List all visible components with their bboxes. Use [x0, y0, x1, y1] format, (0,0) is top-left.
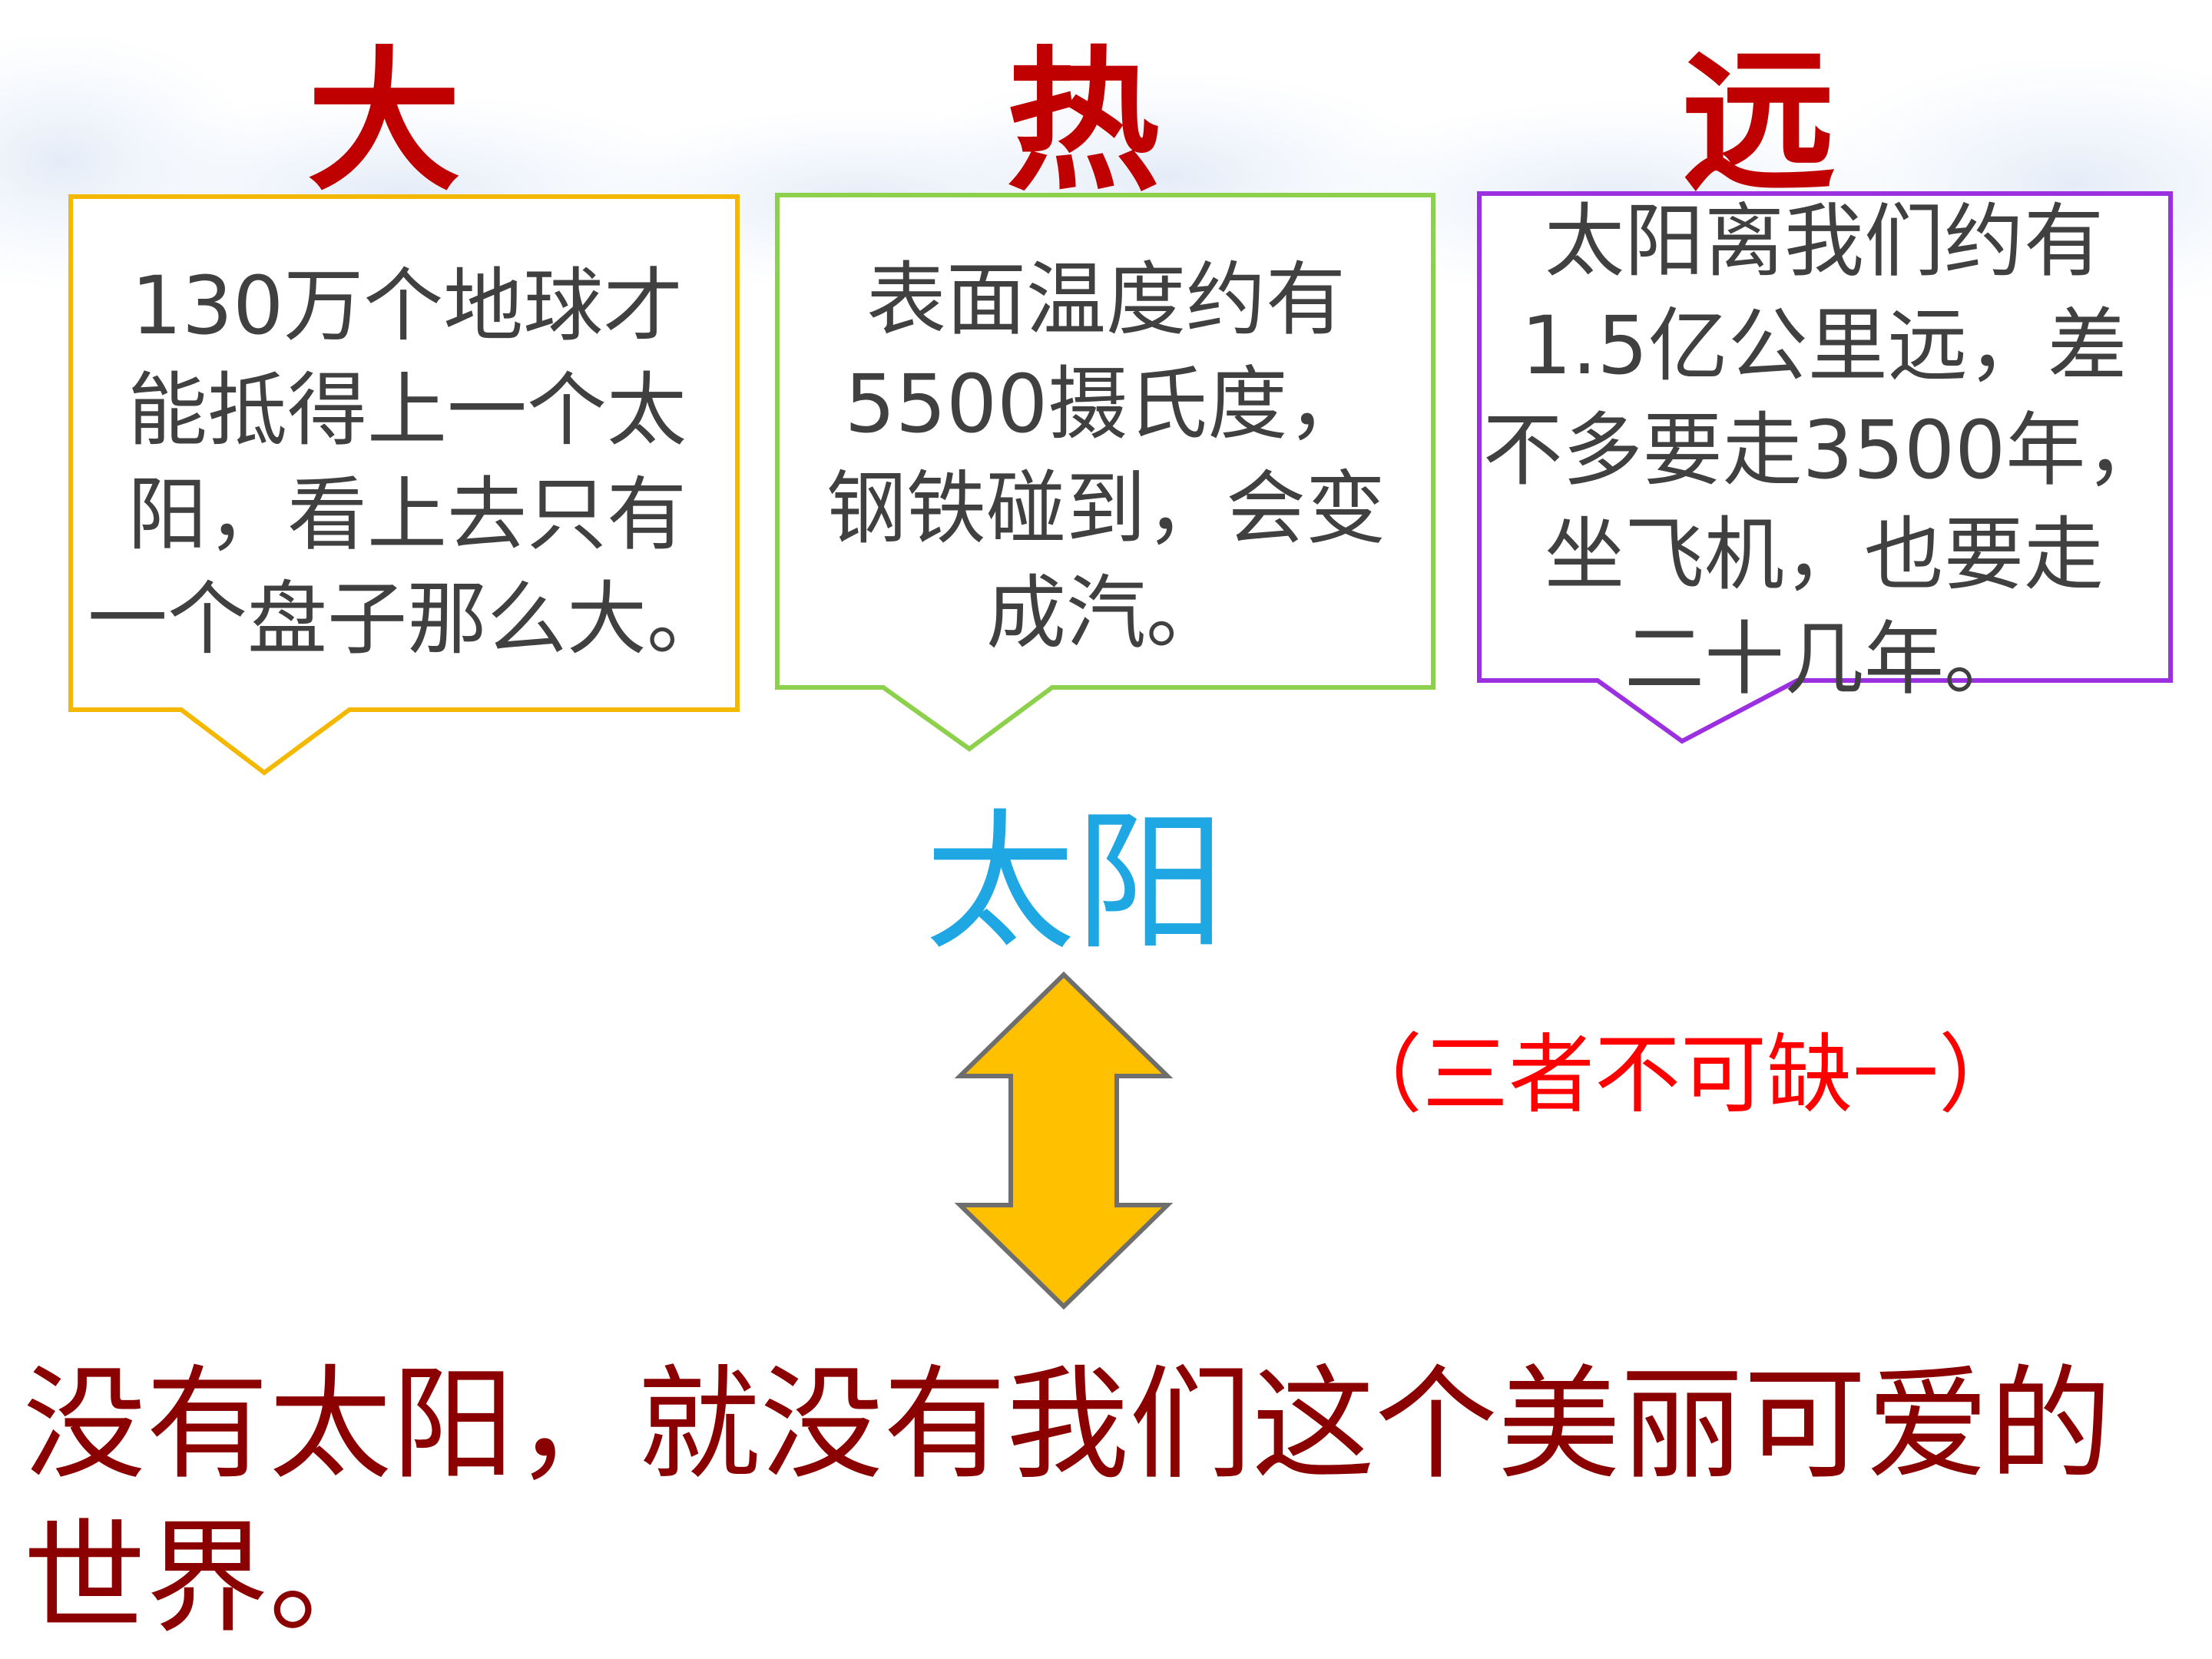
callout-box-far	[1477, 191, 2173, 744]
callout-line: 不多要走3500年，	[1482, 403, 2166, 497]
heading-big: 大	[306, 33, 461, 212]
heading-hot: 热	[1005, 33, 1160, 212]
callout-line: 成汽。	[985, 566, 1226, 660]
conclusion-line: 世界。	[23, 1506, 392, 1650]
callout-text-far: 太阳离我们约有 1.5亿公里远，差 不多要走3500年， 坐飞机，也要走 二十几…	[1475, 189, 2174, 711]
callout-line: 太阳离我们约有	[1544, 194, 2104, 288]
callout-line: 一个盘子那么大。	[87, 572, 727, 666]
callout-line: 坐飞机，也要走	[1544, 508, 2104, 601]
callout-line: 钢铁碰到，会变	[826, 462, 1386, 555]
callout-line: 表面温度约有	[866, 253, 1346, 346]
conclusion-line: 没有太阳，就没有我们这个美丽可爱的	[23, 1353, 2113, 1496]
callout-line: 二十几年。	[1624, 612, 2024, 706]
callout-box-big	[68, 194, 740, 776]
sun-label: 太阳	[924, 796, 1226, 971]
callout-line: 阳，看上去只有	[127, 468, 687, 561]
callout-line: 5500摄氏度，	[844, 357, 1368, 451]
callout-text-hot: 表面温度约有 5500摄氏度， 钢铁碰到，会变 成汽。	[768, 247, 1444, 665]
callout-line: 能抵得上一个太	[127, 363, 687, 457]
heading-far: 远	[1681, 33, 1836, 212]
callout-line: 1.5亿公里远，差	[1521, 299, 2128, 392]
double-headed-vertical-arrow-icon	[954, 972, 1174, 1310]
note-text: （三者不可缺一）	[1336, 1025, 2025, 1125]
callout-text-big: 130万个地球才 能抵得上一个太 阳，看上去只有 一个盘子那么大。	[61, 253, 753, 671]
conclusion-text: 没有太阳，就没有我们这个美丽可爱的 世界。	[23, 1348, 2189, 1655]
callout-box-hot	[775, 193, 1435, 752]
callout-line: 130万个地球才	[131, 259, 684, 353]
